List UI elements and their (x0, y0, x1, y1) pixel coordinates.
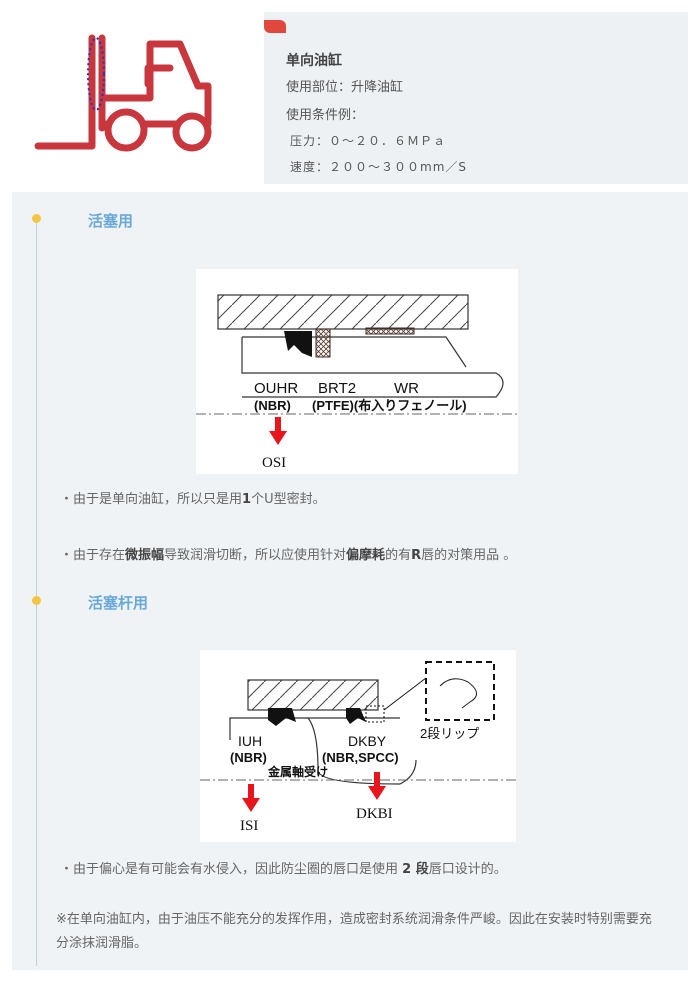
label-wr: WR (394, 380, 419, 397)
piston-seal-diagram: OUHR BRT2 WR (NBR) (PTFE)(布入りフェノール) OSI (196, 269, 518, 474)
rod-para-1: ・由于偏心是有可能会有水侵入，因此防尘圈的唇口是使用 2 段唇口设计的。 (60, 862, 507, 877)
spec-speed: 速度：２００～３００mm／S (290, 160, 467, 174)
label-osi: OSI (262, 455, 286, 471)
header: 单向油缸 使用部位：升降油缸 使用条件例： 压力：０～２０．６ＭＰａ 速度：２０… (0, 0, 697, 190)
piston-para-2: ・由于存在微振幅导致润滑切断，所以应使用针对偏摩耗的有R唇的对策用品 。 (60, 548, 517, 563)
label-iuh: IUH (238, 733, 262, 749)
section-title-rod: 活塞杆用 (88, 594, 149, 612)
spec-conditions-label: 使用条件例： (286, 108, 365, 123)
label-isi: ISI (240, 818, 258, 834)
label-ptfe: (PTFE)(布入りフェノール) (312, 398, 467, 413)
flag-icon (264, 20, 286, 33)
lubrication-note: ※在单向油缸内，由于油压不能充分的发挥作用，造成密封系统润滑条件严峻。因此在安装… (56, 912, 652, 951)
label-2-lip: 2段リップ (420, 726, 479, 741)
label-dkby-material: (NBR,SPCC) (322, 750, 399, 765)
label-brt2: BRT2 (318, 380, 356, 397)
section-dot (32, 214, 41, 223)
piston-para-1: ・由于是单向油缸，所以只是用1个U型密封。 (60, 492, 326, 507)
arrow-icon (242, 798, 260, 812)
label-dkby: DKBY (348, 733, 387, 749)
rod-seal-diagram: 2段リップ IUH (NBR) DKBY (NBR,SPCC) 金属軸受け IS… (200, 650, 516, 842)
arrow-icon (269, 431, 287, 445)
spec-card: 单向油缸 使用部位：升降油缸 使用条件例： 压力：０～２０．６ＭＰａ 速度：２０… (264, 12, 688, 184)
section-title-piston: 活塞用 (88, 212, 134, 230)
forklift-icon (34, 34, 212, 152)
label-iuh-nbr: (NBR) (230, 750, 267, 765)
label-metal-bearing: 金属軸受け (267, 764, 328, 779)
arrow-icon (368, 786, 386, 800)
spec-pressure: 压力：０～２０．６ＭＰａ (290, 134, 447, 148)
label-ouhr: OUHR (254, 380, 298, 397)
label-nbr: (NBR) (254, 398, 291, 413)
section-dot (32, 596, 41, 605)
main-content: 活塞用 OUHR BRT2 WR (NBR) (PTFE)(布入りフェノール) … (12, 192, 688, 970)
spec-title: 单向油缸 (286, 53, 342, 69)
label-dkbi: DKBI (356, 806, 393, 822)
spec-usage: 使用部位：升降油缸 (286, 80, 404, 95)
timeline-line (36, 216, 37, 966)
